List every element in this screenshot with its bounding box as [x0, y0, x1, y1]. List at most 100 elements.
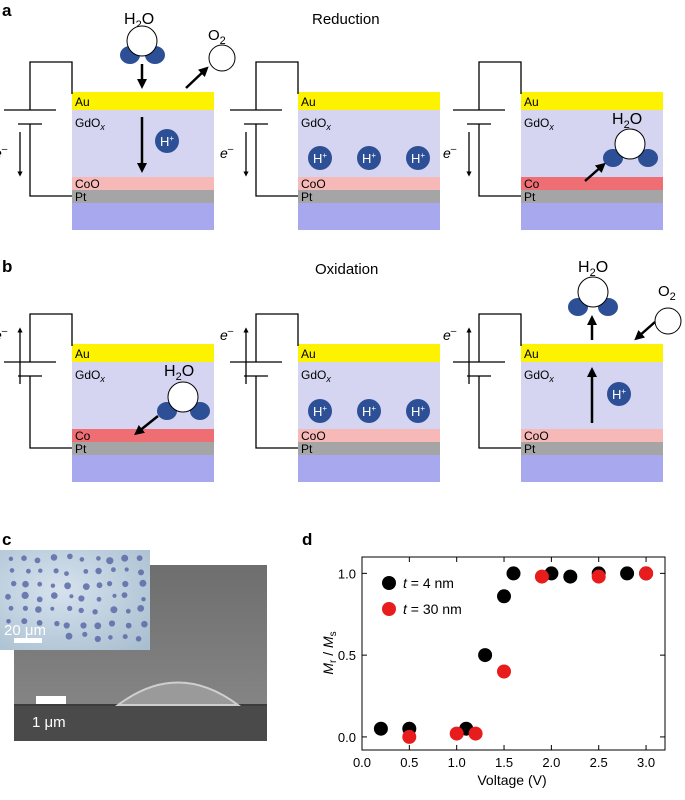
inset-droplet: [36, 596, 43, 603]
x-tick-label: 1.0: [448, 755, 466, 770]
inset-droplet: [64, 582, 71, 590]
inset-droplet: [125, 608, 131, 614]
pt-layer: [521, 190, 663, 203]
legend-marker-4nm: [382, 576, 396, 590]
au-layer: [298, 344, 440, 362]
layer-label-cobalt: CoO: [301, 177, 326, 191]
cobalt-layer: [72, 177, 214, 190]
pt-layer: [298, 442, 440, 455]
inset-droplet: [108, 635, 113, 640]
data-points: [373, 566, 654, 744]
au-layer: [72, 344, 214, 362]
inset-droplet: [141, 620, 148, 628]
x-axis-label: Voltage (V): [477, 772, 546, 788]
point-30nm: [449, 726, 464, 741]
arrow-up-right-icon: [584, 162, 606, 182]
au-layer: [521, 344, 663, 362]
inset-droplet: [135, 636, 142, 642]
point-4nm: [373, 721, 388, 736]
water-label-b3: H2O: [578, 259, 608, 279]
layer-label-au: Au: [301, 95, 316, 109]
legend-label-30nm: t = 30 nm: [403, 601, 462, 617]
inset-droplet: [106, 557, 114, 565]
inset-droplet: [5, 593, 11, 600]
arrow-down-left-icon: [634, 321, 656, 341]
point-30nm: [402, 729, 417, 744]
electron-label: e–: [220, 326, 234, 343]
optical-inset: 20 μm: [0, 550, 150, 650]
cobalt-layer: [72, 429, 214, 442]
y-tick-label: 0.5: [338, 648, 356, 663]
panel-a-molecules: H2O O2 H+ H+ H+ H+ H2O: [120, 11, 658, 182]
proton-icon: H+: [406, 399, 430, 423]
layer-label-cobalt: CoO: [524, 429, 549, 443]
inset-droplet: [21, 618, 28, 625]
x-tick-label: 0.0: [353, 755, 371, 770]
inset-droplet: [96, 596, 102, 602]
point-30nm: [534, 569, 549, 584]
inset-droplet: [139, 579, 147, 587]
legend: t = 4 nm t = 30 nm: [382, 575, 462, 617]
circuit-wire: [478, 61, 522, 197]
inset-droplet: [8, 605, 14, 611]
point-30nm: [497, 664, 511, 679]
droplet-cross-section: [114, 681, 242, 706]
inset-droplet: [64, 571, 69, 576]
inset-droplet: [82, 583, 90, 590]
inset-droplet: [22, 605, 28, 611]
oxygen-molecule-icon: [654, 307, 682, 335]
layer-label-gdox: GdOx: [75, 116, 105, 132]
point-4nm: [620, 566, 635, 581]
au-layer: [72, 92, 214, 110]
electron-label: e–: [443, 326, 457, 343]
panel-a-letter: a: [2, 1, 12, 20]
arrow-down-left-icon: [134, 415, 159, 436]
inset-droplet: [141, 597, 146, 602]
legend-label-4nm: t = 4 nm: [403, 575, 454, 591]
water-molecule-icon: [568, 276, 618, 316]
circuit-wire: [478, 313, 522, 449]
inset-droplet: [63, 622, 70, 629]
layer-label-gdox: GdOx: [75, 368, 105, 384]
cobalt-layer: [521, 429, 663, 442]
scale-bar-inset: [14, 638, 42, 643]
point-30nm: [468, 726, 483, 741]
inset-droplet: [136, 555, 143, 561]
electron-label: e–: [443, 144, 457, 161]
panel-b-molecules: H2O H+ H+ H+ H+ H2O O2: [134, 259, 682, 436]
pt-layer: [298, 190, 440, 203]
pt-layer: [72, 442, 214, 455]
inset-droplet: [54, 620, 60, 627]
inset-droplet: [83, 569, 89, 574]
scale-bar-main: [36, 696, 66, 704]
inset-droplet: [82, 631, 88, 637]
inset-droplet: [78, 607, 84, 614]
proton-icon: H+: [357, 146, 381, 170]
layer-label-au: Au: [524, 95, 539, 109]
inset-droplet: [8, 556, 14, 561]
scale-label-main: 1 μm: [32, 714, 66, 731]
layer-label-cobalt: Co: [524, 177, 540, 191]
x-tick-label: 1.5: [495, 755, 513, 770]
cobalt-layer: [298, 429, 440, 442]
pt-layer: [72, 190, 214, 203]
water-molecule-icon: [157, 381, 210, 420]
proton-icon: H+: [357, 399, 381, 423]
electron-label: e–: [220, 144, 234, 161]
layer-label-pt: Pt: [301, 442, 313, 456]
cobalt-layer: [298, 177, 440, 190]
layer-label-cobalt: Co: [75, 429, 91, 443]
proton-icon: H+: [308, 399, 332, 423]
x-tick-label: 2.0: [542, 755, 560, 770]
circuit-wire: [255, 313, 299, 449]
inset-droplet: [9, 568, 15, 573]
layer-label-au: Au: [75, 95, 90, 109]
inset-droplet: [21, 555, 27, 561]
layer-label-au: Au: [524, 347, 539, 361]
svg-text:H+: H+: [411, 404, 425, 419]
